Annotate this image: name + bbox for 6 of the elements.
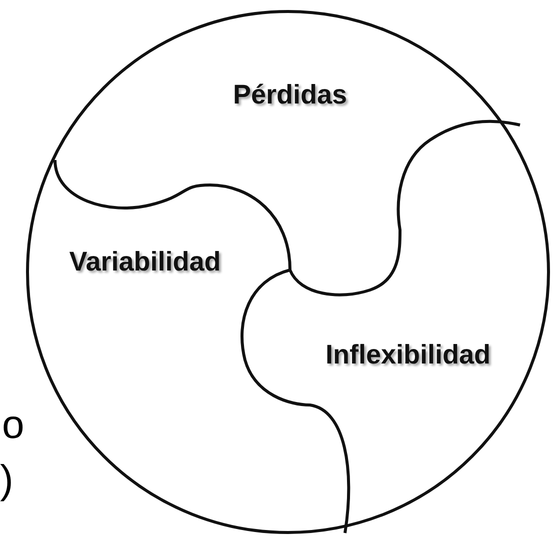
region-label: Variabilidad (69, 246, 221, 278)
circle-outline (26, 10, 550, 534)
cut-off-text: ) (0, 460, 14, 500)
region-label: Inflexibilidad (325, 340, 491, 370)
cut-off-text: o (2, 405, 24, 445)
region-label: Pérdidas (232, 80, 348, 110)
